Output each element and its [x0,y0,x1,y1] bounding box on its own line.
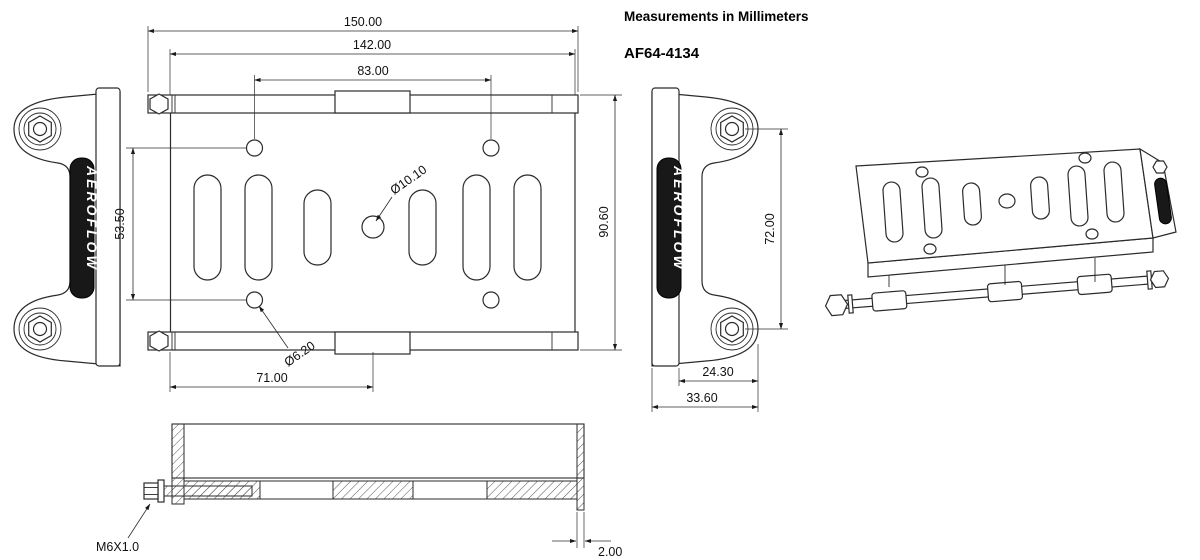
dim-overall-depth: 33.60 [651,368,759,412]
iso-slot [1067,165,1089,227]
front-bottom-bolt [149,330,169,352]
iso-bracket-bolt [1152,160,1168,174]
front-top-tab [334,90,411,114]
dim-left-hole-spacing: 53.50 [113,147,246,301]
part-number: AF64-4134 [624,45,700,62]
svg-text:72.00: 72.00 [763,213,777,244]
section-tray-outline [171,423,585,479]
section-left-wall [171,423,185,505]
iso-slot [1103,161,1125,223]
slot [244,174,273,281]
iso-spacer [986,280,1024,303]
dim-top-hole-spacing: 83.00 [254,64,492,139]
iso-slot [921,177,943,239]
left-top-washer [23,112,57,146]
section-base-block [486,480,578,500]
left-top-lobe-circle [18,107,62,151]
dim-plate-width: 142.00 [169,38,576,95]
slot [408,189,437,266]
iso-hex-nut-right [1149,270,1170,289]
aeroflow-badge-left [69,157,95,299]
right-side-view: AEROFLOW 72.00 24.30 33.60 [651,87,788,412]
mount-hole-bottom-left [245,291,264,309]
section-right-wall [576,423,585,511]
front-bottom-tab [334,331,411,355]
iso-washer-left [847,294,854,314]
left-top-bolt-hole [32,121,48,137]
center-hole [361,215,385,239]
units-note: Measurements in Millimeters [624,9,809,24]
left-bottom-bolt-hole [32,321,48,337]
slot [513,174,542,281]
slot [193,174,222,281]
left-bottom-lobe-circle [18,307,62,351]
section-bolt-washer [157,479,165,503]
left-side-plate [95,87,121,367]
right-bottom-bolt-hole [724,321,740,337]
svg-text:71.00: 71.00 [256,371,287,385]
svg-text:53.50: 53.50 [113,208,127,239]
left-bottom-washer [23,312,57,346]
slot [303,189,332,266]
iso-spacer [1076,273,1113,296]
aeroflow-badge-right [656,157,682,299]
svg-text:2.00: 2.00 [598,545,622,559]
iso-slot [882,181,904,243]
iso-rod-assembly [824,270,1170,317]
svg-text:150.00: 150.00 [344,15,382,29]
front-top-bolt [149,93,169,115]
leader-thread-spec: M6X1.0 [96,503,151,554]
dim-bracket-depth: 24.30 [678,344,759,412]
dim-overall-height: 90.60 [580,94,622,351]
iso-hole [1078,152,1092,164]
iso-hex-bolt-left [824,294,849,317]
aeroflow-logo-left: AEROFLOW [84,165,100,272]
left-side-view: AEROFLOW [13,87,121,367]
svg-text:M6X1.0: M6X1.0 [96,540,139,554]
mount-hole-top-right [482,139,500,157]
dim-overall-width: 150.00 [147,15,579,92]
aeroflow-logo-right: AEROFLOW [671,165,687,272]
iso-center-hole [998,193,1016,209]
dim-bolt-spacing: 72.00 [745,128,788,330]
front-view: 150.00 142.00 83.00 53.50 90.60 [113,15,622,392]
dim-wall-thickness: 2.00 [552,512,622,559]
section-bolt-shaft [163,485,253,497]
iso-slots [882,161,1125,243]
slot [462,174,491,281]
section-base-block [332,480,414,500]
mount-hole-top-left [245,139,264,157]
svg-text:83.00: 83.00 [357,64,388,78]
section-view: M6X1.0 2.00 [96,423,622,559]
iso-hole [915,166,929,178]
front-slots [193,174,542,281]
svg-text:24.30: 24.30 [702,365,733,379]
iso-slot [1030,176,1050,220]
svg-text:33.60: 33.60 [686,391,717,405]
iso-slot [962,182,982,226]
dim-bottom-hole-to-center: 71.00 [169,352,374,392]
svg-text:90.60: 90.60 [597,206,611,237]
mount-hole-bottom-right [482,291,500,309]
aeroflow-badge-iso [1154,177,1172,225]
iso-hole [923,243,937,255]
svg-text:142.00: 142.00 [353,38,391,52]
isometric-view [824,147,1177,317]
iso-spacer [871,290,908,312]
iso-hole [1085,228,1099,240]
right-top-bolt-hole [724,121,740,137]
section-bolt-head [143,482,159,500]
